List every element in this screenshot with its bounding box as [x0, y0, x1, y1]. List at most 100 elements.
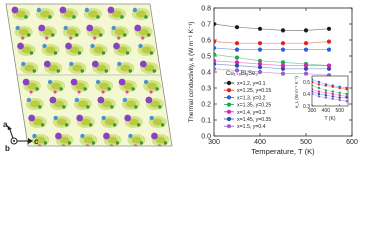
se-atom — [182, 105, 185, 108]
axis-c-label: c — [34, 137, 39, 146]
density-lobe-core — [168, 64, 172, 72]
density-lobe — [155, 8, 172, 20]
density-lobe-core — [135, 10, 146, 18]
se-atom — [110, 105, 114, 109]
density-lobe-core — [120, 64, 131, 72]
pink-atom — [125, 90, 129, 94]
se-atom — [112, 123, 117, 127]
bi-atom — [155, 6, 163, 14]
data-point — [234, 63, 240, 68]
se-atom — [188, 141, 191, 144]
data-point — [326, 26, 332, 31]
bi-atom — [43, 60, 51, 68]
inset-data-point — [312, 92, 314, 96]
density-lobe — [164, 62, 172, 74]
unit-cell-outline — [5, 3, 173, 147]
cu-atom — [128, 133, 133, 139]
bi-atom — [11, 6, 19, 14]
density-lobe-core — [69, 46, 80, 54]
pink-atom — [53, 90, 57, 94]
cu-atom — [149, 115, 154, 121]
se-atom — [24, 15, 28, 19]
bi-atom — [118, 78, 126, 86]
cu-atom — [132, 7, 138, 13]
density-lobe-core — [101, 100, 112, 108]
legend-swatch-marker — [226, 109, 232, 114]
data-point — [280, 41, 286, 46]
se-atom — [32, 69, 36, 73]
data-point — [280, 47, 286, 52]
se-atom — [104, 69, 109, 73]
bi-atom — [38, 24, 46, 32]
bi-atom — [139, 60, 147, 68]
density-lobe-core — [32, 118, 43, 126]
bi-atom — [124, 114, 132, 122]
density-lobe-core — [125, 100, 136, 108]
pink-atom — [69, 36, 73, 40]
se-atom — [59, 87, 63, 91]
density-lobe-core — [87, 10, 98, 18]
data-point — [214, 61, 217, 67]
data-point — [280, 60, 286, 65]
data-point — [234, 25, 240, 30]
x-tick-label: 400 — [254, 139, 266, 146]
inset-data-point — [312, 80, 314, 84]
inset-data-point — [345, 96, 348, 99]
cu-atom — [26, 97, 32, 103]
data-point — [326, 63, 332, 68]
se-atom — [53, 51, 58, 55]
density-lobe-core — [117, 46, 128, 54]
density-lobe-core — [149, 100, 160, 108]
se-atom — [72, 15, 76, 19]
density-lobe-core — [165, 46, 172, 54]
cu-atom — [42, 43, 47, 49]
density-lobe-core — [141, 46, 152, 54]
cu-atom — [101, 115, 106, 121]
se-atom — [115, 141, 120, 145]
x-tick-label: 600 — [346, 139, 358, 146]
density-lobe-core — [27, 82, 38, 90]
inset-data-point — [312, 88, 314, 91]
y-tick-label: 0.5 — [201, 53, 211, 60]
bi-atom — [172, 115, 179, 122]
axis-b-label: b — [5, 144, 10, 153]
density-lobe-core — [77, 100, 88, 108]
bi-atom — [65, 42, 72, 50]
density-lobe-core — [53, 100, 64, 108]
data-point — [257, 61, 263, 67]
series-line — [214, 60, 329, 66]
inset-data-point — [324, 89, 328, 92]
density-lobe-core — [18, 28, 29, 36]
se-atom — [149, 51, 154, 55]
density-lobe-core — [159, 10, 170, 18]
data-point — [234, 68, 240, 73]
density-lobe-core — [48, 64, 59, 72]
density-lobe-core — [128, 118, 139, 126]
density-lobe-core — [63, 10, 74, 18]
series-line — [214, 23, 330, 31]
data-point — [303, 41, 309, 46]
data-point — [214, 39, 217, 44]
data-point — [257, 58, 263, 63]
y-tick-label: 0.3 — [201, 85, 211, 92]
inset-data-point — [324, 96, 328, 99]
bi-atom — [113, 42, 120, 50]
se-atom — [160, 123, 165, 127]
inset-data-series — [312, 78, 348, 103]
se-atom — [35, 87, 39, 91]
inset-x-tick-label: 300 — [308, 108, 317, 114]
cu-atom — [143, 79, 149, 85]
se-atom — [43, 141, 48, 145]
se-atom — [139, 141, 144, 145]
series-line — [214, 68, 330, 76]
cu-atom — [117, 61, 122, 67]
y-tick-label: 0.1 — [201, 117, 211, 124]
cu-atom — [176, 134, 180, 138]
inset-data-point — [312, 90, 314, 93]
cu-atom — [53, 115, 58, 121]
cu-atom — [63, 25, 68, 31]
legend-swatch-marker — [226, 80, 232, 86]
bi-atom — [107, 6, 115, 14]
se-atom — [40, 123, 45, 127]
